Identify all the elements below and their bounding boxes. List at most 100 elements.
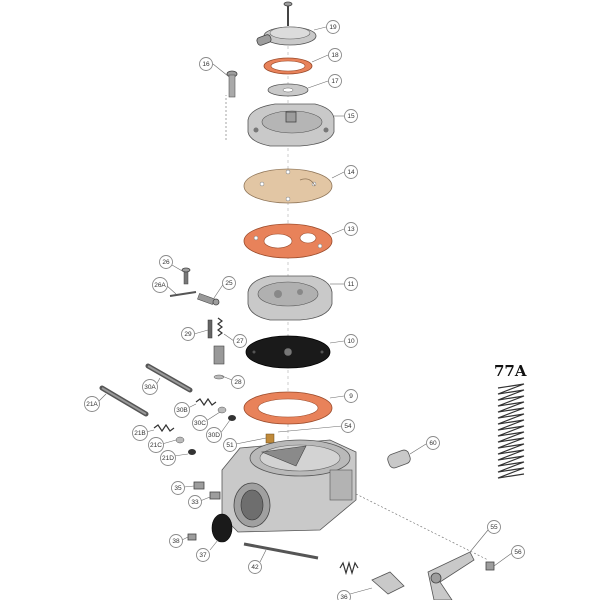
callout-label: 21B <box>134 430 146 437</box>
callout-54: 54 <box>341 419 355 433</box>
callout-label: 29 <box>184 331 192 338</box>
callout-circle <box>326 20 340 34</box>
callout-35: 35 <box>171 481 185 495</box>
callout-circle <box>132 425 148 441</box>
callout-15: 15 <box>344 109 358 123</box>
callout-21A: 21A <box>84 396 100 412</box>
part-60-plug <box>387 449 411 469</box>
callout-label: 51 <box>226 442 234 449</box>
callout-29: 29 <box>181 327 195 341</box>
callout-label: 60 <box>429 440 437 447</box>
callout-33: 33 <box>188 495 202 509</box>
part-54-fitting <box>265 433 275 444</box>
callout-label: 37 <box>199 552 207 559</box>
callout-label: 13 <box>347 226 355 233</box>
callout-21B: 21B <box>132 425 148 441</box>
callout-circle <box>344 109 358 123</box>
callout-circle <box>341 419 355 433</box>
callout-circle <box>152 277 168 293</box>
callout-label: 14 <box>347 169 355 176</box>
part-11-pump-body <box>247 275 333 321</box>
callout-55: 55 <box>487 520 501 534</box>
callout-21C: 21C <box>148 437 164 453</box>
callout-28: 28 <box>231 375 245 389</box>
part-shaft-spring <box>339 560 359 576</box>
part-25-lever <box>197 293 220 306</box>
part-26A-pin <box>169 291 197 297</box>
callout-18: 18 <box>328 48 342 62</box>
callout-10: 10 <box>344 334 358 348</box>
callout-label: 16 <box>202 61 210 68</box>
callout-19: 19 <box>326 20 340 34</box>
callout-circle <box>344 389 358 403</box>
callout-label: 21C <box>150 442 162 449</box>
callout-label: 27 <box>236 338 244 345</box>
part-30B-spring <box>195 397 217 407</box>
callout-circle <box>206 427 222 443</box>
part-21A-adjust-screw <box>99 385 149 417</box>
callout-30C: 30C <box>192 415 208 431</box>
callout-circle <box>222 276 236 290</box>
callout-circle <box>160 450 176 466</box>
callout-51: 51 <box>223 438 237 452</box>
callout-label: 35 <box>174 485 182 492</box>
callout-21D: 21D <box>160 450 176 466</box>
part-36-lever-arm <box>371 571 405 595</box>
callout-60: 60 <box>426 436 440 450</box>
callout-circle <box>344 222 358 236</box>
part-27-spring <box>217 317 223 337</box>
part-30C-washer <box>217 406 227 414</box>
part-9-orange-gasket <box>243 391 333 425</box>
callout-label: 19 <box>329 24 337 31</box>
callout-27: 27 <box>233 334 247 348</box>
callout-label: 21A <box>86 401 98 408</box>
callout-13: 13 <box>344 222 358 236</box>
callout-9: 9 <box>344 389 358 403</box>
part-16-screw <box>226 70 238 98</box>
callout-circle <box>196 548 210 562</box>
callout-circle <box>223 438 237 452</box>
callout-26A: 26A <box>152 277 168 293</box>
callout-label: 17 <box>331 78 339 85</box>
callout-30A: 30A <box>142 379 158 395</box>
callout-label: 28 <box>234 379 242 386</box>
part-30A-adjust-screw <box>145 363 193 393</box>
callout-14: 14 <box>344 165 358 179</box>
callout-circle <box>344 334 358 348</box>
callout-circle <box>233 334 247 348</box>
callout-circle <box>171 481 185 495</box>
part-17-washer <box>267 83 309 97</box>
callout-37: 37 <box>196 548 210 562</box>
callout-17: 17 <box>328 74 342 88</box>
callout-circle <box>231 375 245 389</box>
part-28-inlet-needle <box>213 345 225 380</box>
part-14-tan-gasket <box>243 168 333 204</box>
callout-circle <box>159 255 173 269</box>
callout-circle <box>344 165 358 179</box>
callout-label: 18 <box>331 52 339 59</box>
callout-circle <box>328 48 342 62</box>
callout-56: 56 <box>511 545 525 559</box>
part-35-screw <box>193 481 205 490</box>
callout-label: 15 <box>347 113 355 120</box>
callout-label: 25 <box>225 280 233 287</box>
callout-label: 36 <box>340 594 348 600</box>
callout-11: 11 <box>344 277 358 291</box>
spring-77A-label: 77A <box>494 362 527 380</box>
callout-36: 36 <box>337 590 351 600</box>
callout-label: 30C <box>194 420 206 427</box>
callout-label: 26A <box>154 282 166 289</box>
callout-25: 25 <box>222 276 236 290</box>
callout-label: 56 <box>514 549 522 556</box>
callout-circle <box>511 545 525 559</box>
callout-label: 30A <box>144 384 156 391</box>
callout-circle <box>188 495 202 509</box>
callout-label: 30B <box>176 407 188 414</box>
part-21D-o-ring <box>188 449 196 455</box>
callout-label: 11 <box>348 281 355 288</box>
callout-label: 10 <box>347 338 355 345</box>
callout-circle <box>199 57 213 71</box>
part-10-diaphragm <box>245 335 331 369</box>
callout-circle <box>487 520 501 534</box>
